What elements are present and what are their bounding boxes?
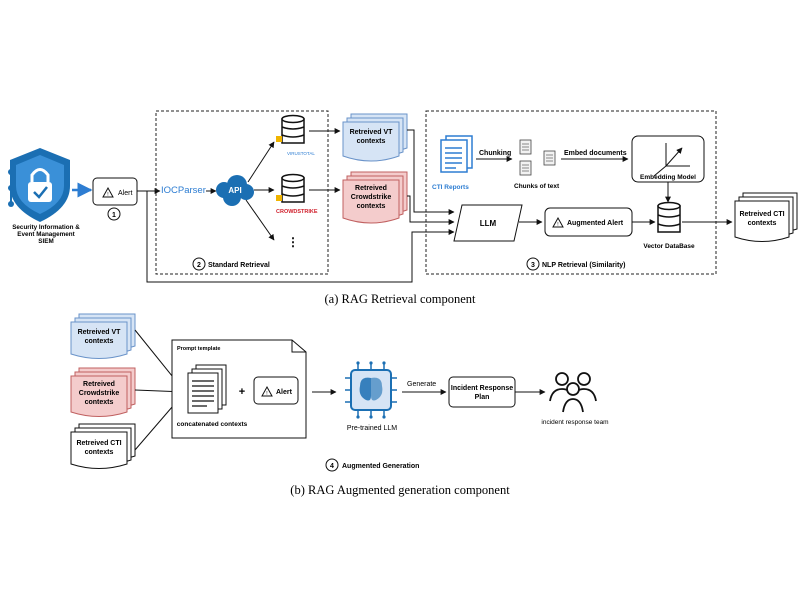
llm-box: LLM <box>453 204 523 242</box>
b-retrieved-vt-contexts-doc: Retreived VT contexts <box>70 313 136 359</box>
cti-reports-icon <box>440 135 473 173</box>
standard-retrieval-box <box>155 110 329 275</box>
crowdstrike-logo: CROWDSTRIKE <box>276 209 318 215</box>
step-4-badge <box>325 458 339 472</box>
vector-database-label: Vector DataBase <box>643 243 695 250</box>
step-4-number: 4 <box>330 463 334 470</box>
augmented-alert-label: Augmented Alert <box>567 220 624 227</box>
svg-text:!: ! <box>266 391 267 397</box>
incident-response-plan-box: Incident Response Plan <box>448 376 516 408</box>
vt-contexts-to-llm-arrow <box>407 129 455 215</box>
svg-text:Retreived CTI: Retreived CTI <box>739 211 784 218</box>
plus-sign: + <box>239 386 245 398</box>
prompt-template-label: Prompt template <box>177 346 220 352</box>
embed-documents-label: Embed documents <box>564 150 627 157</box>
virustotal-database-icon <box>276 114 305 144</box>
virustotal-logo: VIRUSTOTAL <box>287 151 315 156</box>
b-alert-box <box>253 376 299 405</box>
svg-text:Retreived VT: Retreived VT <box>350 129 394 136</box>
nlp-retrieval-label: NLP Retrieval (Similarity) <box>542 262 626 269</box>
siem-label-3: SIEM <box>38 238 53 245</box>
svg-text:Plan: Plan <box>475 394 490 401</box>
chunks-of-text-label: Chunks of text <box>514 183 560 190</box>
svg-text:Crowdstrike: Crowdstrike <box>351 194 392 201</box>
more-sources-ellipsis: ⋮ <box>287 235 299 249</box>
alert-box-a: ! Alert <box>92 177 138 206</box>
incident-response-team-icon <box>549 372 597 413</box>
siem-label-2: Event Management <box>17 231 75 238</box>
api-to-vt-arrow <box>247 141 275 183</box>
svg-text:contexts: contexts <box>357 138 386 145</box>
standard-retrieval-label: Standard Retrieval <box>208 262 270 269</box>
chunks-of-text-icon <box>519 139 556 176</box>
embedding-model-label: Embedding Model <box>640 174 696 181</box>
augmented-alert-box: ! Augmented Alert <box>544 207 633 237</box>
crowdstrike-database-icon <box>276 173 305 203</box>
caption-b: (b) RAG Augmented generation component <box>290 483 510 497</box>
b-retrieved-crowdstrike-contexts-doc: Retreived Crowdstrike contexts <box>70 367 136 417</box>
concatenated-contexts-label: concatenated contexts <box>177 421 248 428</box>
pretrained-llm-chip-icon <box>345 361 397 419</box>
warning-icon <box>552 216 564 228</box>
b-retrieved-cti-contexts-doc: Retreived CTI contexts <box>70 423 136 469</box>
api-label: API <box>228 186 241 195</box>
augmented-generation-label: Augmented Generation <box>342 463 419 470</box>
cs-contexts-to-llm-arrow <box>407 195 455 225</box>
alert-label-a: Alert <box>118 190 132 197</box>
chunking-label: Chunking <box>479 150 511 157</box>
svg-text:contexts: contexts <box>85 338 114 345</box>
svg-text:Incident Response: Incident Response <box>451 385 513 392</box>
generate-label: Generate <box>407 381 436 388</box>
svg-text:Retreived: Retreived <box>83 381 115 388</box>
svg-text:Crowdstrike: Crowdstrike <box>79 390 120 397</box>
warning-icon <box>102 186 114 198</box>
iocparser-logo: IOCParser <box>161 185 206 196</box>
embedding-model-box: Embedding Model <box>631 135 705 183</box>
svg-text:contexts: contexts <box>748 220 777 227</box>
siem-label-1: Security Information & <box>12 224 80 231</box>
svg-text:Retreived CTI: Retreived CTI <box>76 440 121 447</box>
svg-text:contexts: contexts <box>85 449 114 456</box>
svg-text:!: ! <box>557 222 558 228</box>
svg-text:contexts: contexts <box>85 399 114 406</box>
api-to-more-arrow <box>245 199 275 241</box>
svg-text:Retreived: Retreived <box>355 185 387 192</box>
cti-reports-label: CTI Reports <box>432 184 469 191</box>
warning-icon <box>261 385 273 397</box>
retrieved-crowdstrike-contexts-doc: Retreived Crowdstrike contexts <box>342 171 408 224</box>
prompt-template-box: Prompt template concatenated contexts + … <box>171 339 307 439</box>
nlp-retrieval-box <box>425 110 717 275</box>
svg-text:contexts: contexts <box>357 203 386 210</box>
step-3-badge <box>526 257 540 271</box>
api-cloud-icon: API <box>216 175 254 206</box>
step-3-number: 3 <box>531 262 535 269</box>
pretrained-llm-label: Pre-trained LLM <box>347 425 397 432</box>
caption-a: (a) RAG Retrieval component <box>325 292 477 306</box>
incident-team-label: incident response team <box>541 419 608 426</box>
svg-text:!: ! <box>107 192 108 198</box>
step-1-number: 1 <box>112 212 116 219</box>
b-alert-label: Alert <box>276 389 293 396</box>
step-1-badge <box>107 207 121 221</box>
alert-to-llm-path <box>146 191 455 283</box>
step-2-number: 2 <box>197 262 201 269</box>
retrieved-vt-contexts-doc: Retreived VT contexts <box>342 113 408 162</box>
step-2-badge <box>192 257 206 271</box>
vector-database-icon <box>657 201 681 233</box>
siem-shield-icon <box>8 148 70 222</box>
retrieved-cti-contexts-doc: Retreived CTI contexts <box>734 192 798 242</box>
llm-label: LLM <box>480 219 497 228</box>
svg-text:Retreived VT: Retreived VT <box>78 329 122 336</box>
